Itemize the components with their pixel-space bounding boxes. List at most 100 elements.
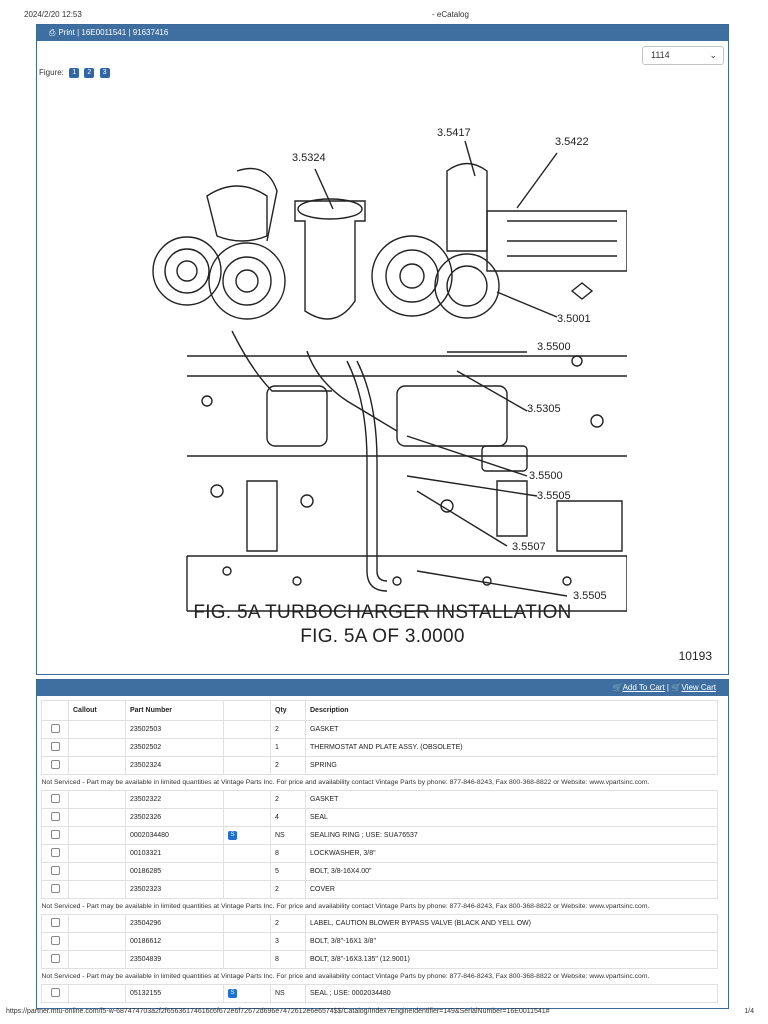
not-serviced-note: Not Serviced - Part may be available in … — [41, 968, 718, 985]
table-row: 00186285 5 BOLT, 3/8-16X4.00" — [41, 862, 718, 881]
row-checkbox[interactable] — [50, 866, 60, 875]
row-qty: 5 — [270, 862, 306, 881]
figure-button-3[interactable]: 3 — [99, 67, 110, 78]
table-header-row: Callout Part Number Qty Description — [41, 700, 718, 721]
row-part-number: 23504839 — [125, 950, 224, 969]
row-qty: 8 — [270, 950, 306, 969]
row-description: SEAL ; USE: 0002034480 — [305, 984, 718, 1003]
table-row: 23504296 2 LABEL, CAUTION BLOWER BYPASS … — [41, 914, 718, 933]
row-service — [223, 950, 271, 969]
drawing-number: 10193 — [678, 649, 712, 663]
service-info-button[interactable]: S — [228, 831, 237, 840]
figure-caption-subtitle: FIG. 5A OF 3.0000 — [300, 626, 465, 647]
figure-panel-header: ⎙Print | 16E0011541 | 91637416 — [37, 25, 728, 41]
row-checkbox[interactable] — [50, 918, 60, 927]
row-checkbox[interactable] — [50, 760, 60, 769]
row-description: THERMOSTAT AND PLATE ASSY. (OBSOLETE) — [305, 738, 718, 757]
row-part-number: 0002034480 — [125, 826, 224, 845]
figure-button-2[interactable]: 2 — [84, 67, 95, 78]
row-callout — [68, 826, 126, 845]
row-qty: 2 — [270, 880, 306, 899]
row-checkbox[interactable] — [50, 848, 60, 857]
parts-table: Callout Part Number Qty Description 2350… — [41, 700, 718, 1003]
print-label: Print — [58, 28, 75, 37]
row-qty: 3 — [270, 932, 306, 951]
row-callout — [68, 720, 126, 739]
row-checkbox[interactable] — [50, 830, 60, 839]
row-part-number: 23502503 — [125, 720, 224, 739]
row-service — [223, 844, 271, 863]
row-service — [223, 808, 271, 827]
row-qty: NS — [270, 984, 306, 1003]
row-qty: 2 — [270, 720, 306, 739]
not-serviced-note-row: Not Serviced - Part may be available in … — [41, 968, 718, 985]
row-checkbox[interactable] — [50, 954, 60, 963]
parts-panel: 🛒 Add To Cart | 🛒 View Cart Callout Part… — [36, 679, 729, 1009]
row-service — [223, 862, 271, 881]
row-qty: NS — [270, 826, 306, 845]
row-callout — [68, 862, 126, 881]
row-service — [223, 914, 271, 933]
parts-panel-header: 🛒 Add To Cart | 🛒 View Cart — [37, 680, 728, 696]
table-row: 05132155 S NS SEAL ; USE: 0002034480 — [41, 984, 718, 1003]
callout-3-5505-b: 3.5505 — [573, 590, 607, 602]
row-description: LOCKWASHER, 3/8" — [305, 844, 718, 863]
table-row: 0002034480 S NS SEALING RING ; USE: SUA7… — [41, 826, 718, 845]
callout-3-5422: 3.5422 — [555, 136, 589, 148]
table-row: 00103321 8 LOCKWASHER, 3/8" — [41, 844, 718, 863]
row-service — [223, 932, 271, 951]
row-checkbox[interactable] — [50, 742, 60, 751]
row-description: BOLT, 3/8"-16X1 3/8" — [305, 932, 718, 951]
add-to-cart-link[interactable]: Add To Cart — [622, 683, 665, 692]
row-part-number: 00186285 — [125, 862, 224, 881]
row-callout — [68, 880, 126, 899]
table-row: 23502502 1 THERMOSTAT AND PLATE ASSY. (O… — [41, 738, 718, 757]
header-select — [41, 700, 69, 721]
print-footer: https://partner.mtu-online.com/f5-w-6874… — [6, 1008, 754, 1018]
serial-numbers: | 16E0011541 | 91637416 — [77, 28, 169, 37]
callout-3-5505-a: 3.5505 — [537, 490, 571, 502]
print-header: 2024/2/20 12:53 - eCatalog — [24, 10, 728, 22]
view-cart-link[interactable]: View Cart — [681, 683, 716, 692]
turbocharger-diagram: 3.5324 3.5417 3.5422 3.5001 3.5500 3.530… — [152, 127, 627, 612]
row-service — [223, 880, 271, 899]
table-row: 23502324 2 SPRING — [41, 756, 718, 775]
row-description: SEAL — [305, 808, 718, 827]
table-row: 23502323 2 COVER — [41, 880, 718, 899]
row-checkbox[interactable] — [50, 988, 60, 997]
callout-3-5324: 3.5324 — [292, 152, 326, 164]
figure-button-1[interactable]: 1 — [69, 67, 80, 78]
figure-select[interactable]: 1114 ⌄ — [642, 46, 724, 65]
table-row: 23502322 2 GASKET — [41, 790, 718, 809]
row-service — [223, 738, 271, 757]
figure-label: Figure: — [39, 68, 64, 77]
header-service — [223, 700, 271, 721]
row-qty: 2 — [270, 790, 306, 809]
table-row: 23504839 8 BOLT, 3/8"-16X3.135" (12.9001… — [41, 950, 718, 969]
row-part-number: 23504296 — [125, 914, 224, 933]
page-url: https://partner.mtu-online.com/f5-w-6874… — [6, 1008, 550, 1015]
print-timestamp: 2024/2/20 12:53 — [24, 10, 82, 19]
row-checkbox[interactable] — [50, 724, 60, 733]
row-callout — [68, 790, 126, 809]
callout-3-5507: 3.5507 — [512, 541, 546, 553]
row-description: SEALING RING ; USE: SUA76537 — [305, 826, 718, 845]
row-service — [223, 720, 271, 739]
row-callout — [68, 756, 126, 775]
row-qty: 2 — [270, 914, 306, 933]
table-row: 23502326 4 SEAL — [41, 808, 718, 827]
cart-icon: 🛒 — [671, 683, 682, 692]
row-qty: 8 — [270, 844, 306, 863]
row-checkbox[interactable] — [50, 884, 60, 893]
row-description: COVER — [305, 880, 718, 899]
row-checkbox[interactable] — [50, 812, 60, 821]
not-serviced-note: Not Serviced - Part may be available in … — [41, 774, 718, 791]
row-callout — [68, 738, 126, 757]
row-callout — [68, 950, 126, 969]
service-info-button[interactable]: S — [228, 989, 237, 998]
row-checkbox[interactable] — [50, 936, 60, 945]
row-description: BOLT, 3/8-16X4.00" — [305, 862, 718, 881]
print-button[interactable]: ⎙Print — [49, 28, 77, 37]
header-qty: Qty — [270, 700, 306, 721]
row-checkbox[interactable] — [50, 794, 60, 803]
